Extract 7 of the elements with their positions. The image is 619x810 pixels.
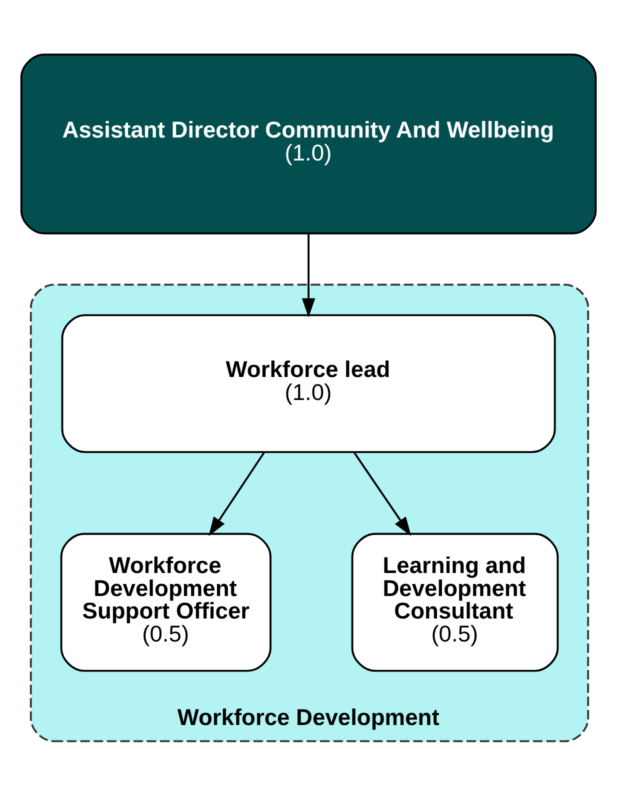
node-box: Assistant Director Community And Wellbeing (1.0) xyxy=(20,53,597,234)
node-box: Workforce lead (1.0) xyxy=(61,314,556,453)
node-box: Workforce Development Support Officer (0.5) xyxy=(60,532,272,672)
node-box: Learning and Development Consultant (0.5) xyxy=(351,532,559,672)
arrow xyxy=(353,451,412,536)
arrow xyxy=(208,451,265,536)
arrow xyxy=(302,233,316,317)
